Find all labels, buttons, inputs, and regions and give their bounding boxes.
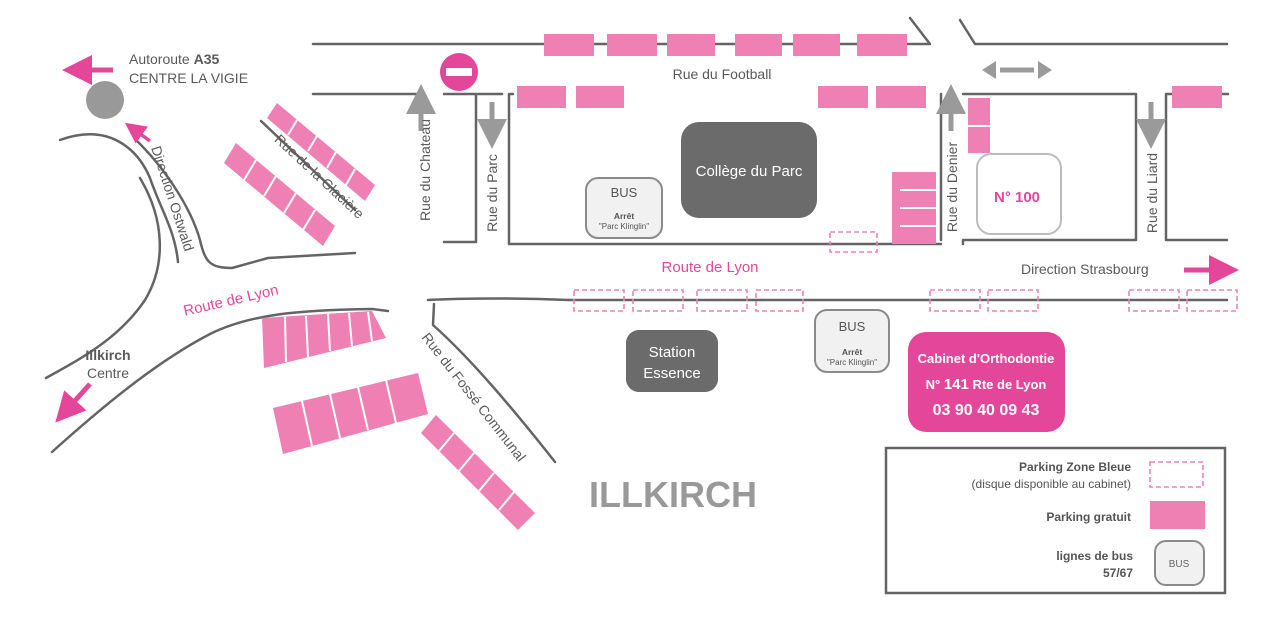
- parking-free-rue-football: [517, 34, 1222, 108]
- legend-bus-lines: lignes de bus: [1056, 549, 1133, 563]
- legend-bus-icon: [1154, 540, 1205, 586]
- parking-free-glaciere: [224, 103, 375, 246]
- legend-gratuit: Parking gratuit: [1046, 510, 1131, 524]
- bus-stop-south-arret: Arrêt: [842, 347, 862, 357]
- direction-arrows: [55, 55, 1239, 423]
- direction-strasbourg-label: Direction Strasbourg: [1021, 261, 1149, 277]
- building-no100: [976, 153, 1062, 235]
- two-way-arrow-icon: [982, 61, 1052, 79]
- no100-label: N° 100: [994, 189, 1040, 206]
- parking-free-route-lyon: [262, 311, 535, 530]
- a35-label: Autoroute A35: [129, 51, 220, 67]
- college-building: [681, 122, 817, 218]
- cabinet-address: N° 141 Rte de Lyon: [926, 376, 1047, 393]
- legend-bus-numbers: 57/67: [1103, 566, 1133, 580]
- parking-zone-bleue: [573, 231, 1238, 312]
- legend-zone-bleue-swatch: [1149, 461, 1204, 488]
- legend-zone-bleue-note: (disque disponible au cabinet): [972, 477, 1131, 491]
- rue-football-label: Rue du Football: [673, 66, 772, 82]
- legend-zone-bleue: Parking Zone Bleue: [1019, 460, 1131, 474]
- bus-stop-north-arret: Arrêt: [614, 211, 634, 221]
- legend-gratuit-swatch: [1150, 501, 1205, 529]
- roundabout: [86, 81, 124, 119]
- arrow-ostwald-icon: [124, 122, 152, 144]
- legend: Parking Zone Bleue (disque disponible au…: [884, 446, 1227, 595]
- gas-station-label-1: Station: [649, 344, 696, 361]
- rue-chateau-label: Rue du Chateau: [417, 119, 433, 221]
- cabinet-marker: Cabinet d'Orthodontie N° 141 Rte de Lyon…: [908, 332, 1065, 432]
- cabinet-name: Cabinet d'Orthodontie: [918, 351, 1055, 366]
- rue-denier-label: Rue du Denier: [944, 142, 960, 233]
- college-label: Collège du Parc: [696, 163, 803, 180]
- bus-stop-north-name: "Parc Klinglin": [599, 222, 649, 231]
- route-lyon-label-west: Route de Lyon: [182, 281, 280, 319]
- bus-stop-south: BUS Arrêt "Parc Klinglin": [814, 309, 890, 373]
- legend-bus-icon-label: BUS: [1169, 559, 1190, 570]
- illkirch-label: Illkirch: [85, 347, 130, 363]
- gas-station-label-2: Essence: [643, 365, 701, 382]
- bus-stop-south-name: "Parc Klinglin": [827, 358, 877, 367]
- arrow-illkirch-icon: [55, 382, 92, 423]
- gas-station: [626, 330, 718, 392]
- parking-free-rue-denier: [968, 98, 990, 153]
- cabinet-phone: 03 90 40 09 43: [933, 402, 1040, 419]
- bus-stop-north: BUS Arrêt "Parc Klinglin": [585, 177, 663, 239]
- parking-free-college-corner: [892, 172, 936, 244]
- bus-stop-south-title: BUS: [839, 319, 866, 334]
- bus-stop-north-title: BUS: [611, 185, 638, 200]
- rue-parc-label: Rue du Parc: [484, 154, 500, 232]
- town-label: ILLKIRCH: [589, 474, 757, 515]
- rue-liard-label: Rue du Liard: [1144, 153, 1160, 233]
- no-entry-icon: [440, 53, 478, 91]
- centre-vigie-label: CENTRE LA VIGIE: [129, 70, 248, 86]
- route-lyon-label-east: Route de Lyon: [661, 259, 758, 276]
- illkirch-centre-label: Centre: [87, 365, 129, 381]
